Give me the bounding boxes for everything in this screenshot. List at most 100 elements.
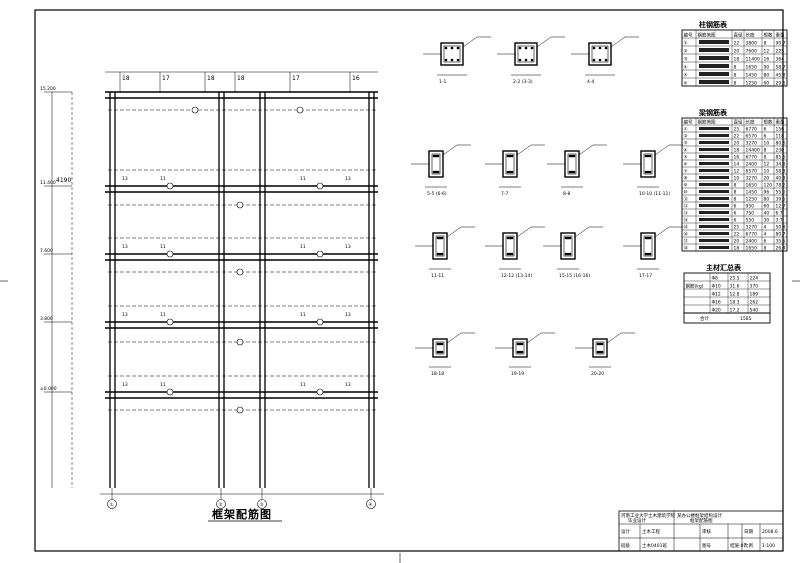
table-cell: Φ12: [712, 292, 721, 298]
table-cell: 8: [764, 148, 767, 154]
elevation-label: ±0.000: [40, 386, 57, 392]
table-cell: ⑮: [684, 224, 689, 231]
callout-circle: [166, 318, 174, 326]
axis-bubble: [257, 499, 267, 509]
table-cell: 17.2: [730, 308, 740, 314]
axis-label: ③: [260, 502, 264, 508]
table-cell: 14: [734, 162, 740, 168]
table-cell: 85.6: [776, 155, 786, 161]
beam-section: 12-12 (13-14): [485, 226, 545, 279]
beam-label-floor: 11: [300, 176, 306, 182]
table-cell: 6570: [746, 134, 758, 140]
table-cell: ⑥: [684, 162, 688, 168]
callout-circle: [316, 318, 324, 326]
table-cell: 45.8: [776, 73, 786, 79]
table-cell: 3270: [746, 176, 758, 182]
table-cell: 20: [764, 176, 770, 182]
table-cell: 直径: [734, 32, 743, 39]
section-label: 17-17: [639, 273, 652, 279]
table-cell: 1250: [746, 81, 758, 87]
table-cell: 12: [734, 169, 740, 175]
table-cell: ⑤: [684, 155, 688, 161]
table-cell: 长度: [746, 119, 755, 126]
table-cell: 55.0: [776, 190, 786, 196]
table-cell: 根数: [764, 119, 773, 126]
frame-title: 框架配筋图: [212, 507, 272, 521]
table-cell: 540: [750, 308, 759, 314]
title-block-cell: 土木0401班: [642, 542, 667, 549]
table-cell: Φ8: [712, 276, 719, 282]
table-cell: ⑦: [684, 169, 688, 175]
table-cell: 58.3: [776, 169, 786, 175]
beam-section: 19-19: [495, 332, 555, 377]
table-cell: 钢筋简图: [698, 32, 716, 39]
table-cell: 6570: [746, 169, 758, 175]
table-cell: 8: [764, 155, 767, 161]
column-table-title: 柱钢筋表: [699, 20, 728, 29]
beam-section: 18-18: [415, 332, 475, 377]
table-cell: 8: [734, 65, 737, 71]
section-label: 4-4: [587, 79, 594, 85]
beam-label-floor: 11: [160, 382, 166, 388]
table-cell: 16: [734, 155, 740, 161]
axis-bubble: [366, 499, 376, 509]
callout-circle: [166, 388, 174, 396]
table-cell: 12: [764, 49, 770, 55]
table-cell: 编号: [684, 119, 693, 126]
section-label: 8-8: [563, 191, 570, 197]
table-cell: 34.8: [776, 162, 786, 168]
table-cell: ⑪: [684, 196, 689, 203]
table-cell: ②: [684, 134, 688, 140]
table-cell: ⑧: [684, 176, 688, 182]
beam-label-top: 18: [237, 75, 245, 82]
table-cell: 6: [764, 127, 767, 133]
table-cell: 156: [776, 127, 785, 133]
beam-label-floor: 11: [160, 312, 166, 318]
table-cell: 8: [764, 41, 767, 47]
table-cell: 1450: [746, 73, 758, 79]
axis-bubble: [107, 499, 117, 509]
material-table-title: 主材汇总表: [706, 263, 742, 272]
table-cell: 重量: [776, 119, 785, 126]
section-label: 15-15 (16-16): [559, 273, 590, 279]
table-cell: 20: [734, 239, 740, 245]
beam-section: 20-20: [575, 332, 635, 377]
beam-label-floor: 13: [345, 312, 351, 318]
table-cell: 8: [734, 183, 737, 189]
table-cell: 根数: [764, 32, 773, 39]
table-cell: ④: [684, 148, 688, 154]
section-label: 1-1: [439, 79, 446, 85]
table-cell: 2400: [746, 239, 758, 245]
table-cell: 20: [734, 141, 740, 147]
table-cell: 39.5: [776, 197, 786, 203]
title-block-cell: 设计: [621, 528, 630, 535]
table-cell: 22: [734, 134, 740, 140]
title-block: 河南工业大学土木建筑学院 毕业设计 某办公楼框架结构设计 框架配筋图 设计土木工…: [618, 510, 784, 552]
table-cell: 7600: [746, 49, 758, 55]
callout-circle: [166, 182, 174, 190]
beam-label-floor: 13: [122, 176, 128, 182]
elevation-label: 7.600: [40, 248, 53, 254]
table-cell: 3800: [746, 41, 758, 47]
table-cell: 3270: [746, 141, 758, 147]
table-cell: 26.4: [776, 246, 786, 252]
beam-section: 1-1: [423, 36, 491, 85]
section-label: 5-5 (6-6): [427, 191, 447, 197]
material-total-value: 1585: [740, 316, 752, 322]
table-cell: 6: [734, 218, 737, 224]
callout-circle: [236, 201, 244, 209]
table-cell: 364: [776, 57, 785, 63]
table-cell: 18: [734, 246, 740, 252]
table-cell: 钢筋简图: [698, 119, 716, 126]
table-cell: ⑯: [684, 231, 689, 238]
beam-label-top: 18: [207, 75, 215, 82]
table-cell: 189: [750, 292, 759, 298]
table-cell: 40.3: [776, 176, 786, 182]
table-cell: 25: [734, 225, 740, 231]
table-cell: ⑩: [684, 190, 688, 196]
table-cell: 31.6: [730, 284, 740, 290]
table-cell: 18: [734, 148, 740, 154]
axis-label: ②: [219, 502, 223, 508]
beam-label-floor: 11: [160, 176, 166, 182]
